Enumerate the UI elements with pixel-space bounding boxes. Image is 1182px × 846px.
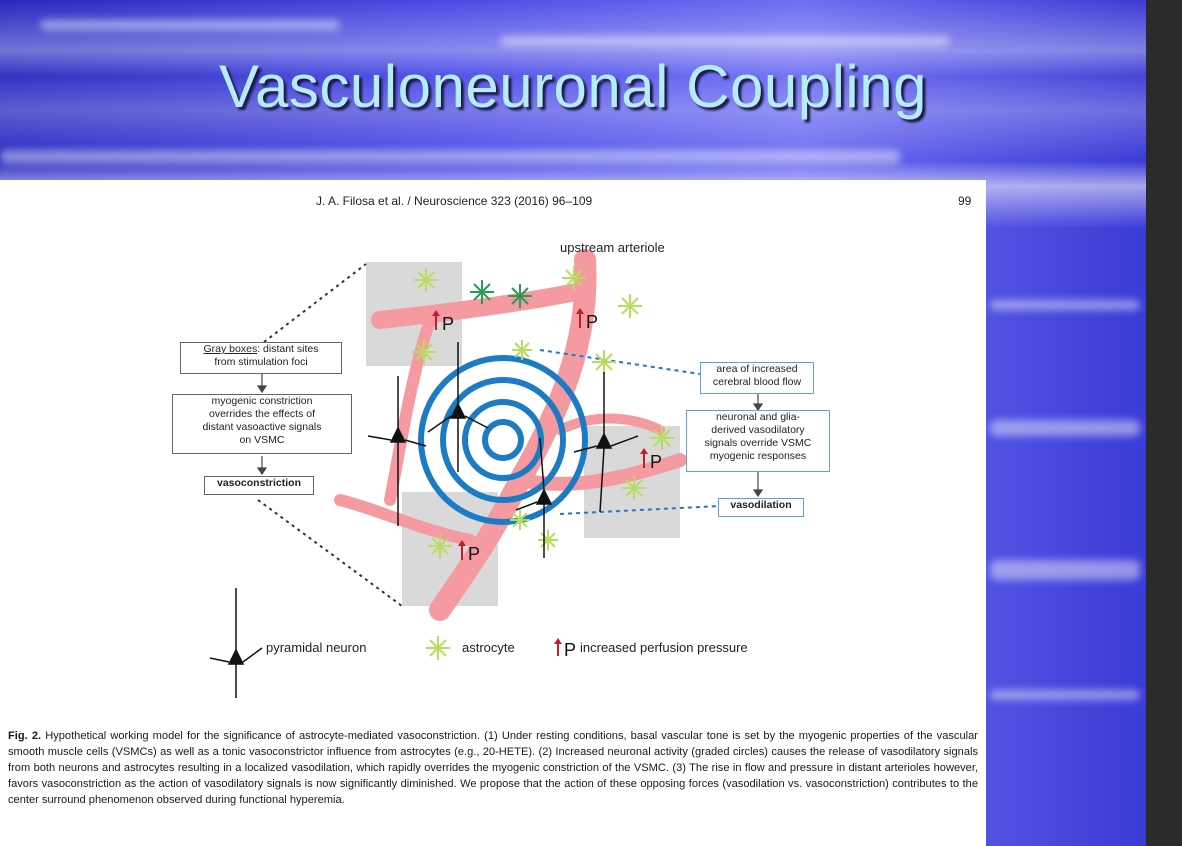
legend-pressure-icon: P (554, 638, 576, 660)
legend-neuron-icon (210, 588, 262, 698)
background-streak (990, 690, 1140, 700)
area-line1: area of increased (716, 363, 797, 375)
slide-background: Vasculoneuronal Coupling J. A. Filosa et… (0, 0, 1146, 846)
myogenic-note: myogenic constriction overrides the effe… (172, 394, 352, 454)
signals-line4: myogenic responses (710, 450, 806, 462)
graded-circles (421, 358, 585, 522)
gray-boxes-line2: from stimulation foci (214, 356, 307, 368)
caption-fig-label: Fig. 2. (8, 730, 41, 742)
myogenic-line4: on VSMC (240, 434, 285, 446)
upstream-arteriole-label: upstream arteriole (560, 240, 665, 255)
area-line2: cerebral blood flow (713, 376, 801, 388)
signals-note: neuronal and glia- derived vasodilatory … (686, 410, 830, 472)
pressure-label: P (468, 544, 480, 564)
myogenic-line3: distant vasoactive signals (202, 421, 321, 433)
gray-boxes-rest: : distant sites (257, 343, 318, 355)
gray-boxes-term: Gray boxes (204, 343, 258, 355)
figure-caption: Fig. 2. Hypothetical working model for t… (8, 728, 978, 808)
right-side-bar (1146, 0, 1182, 846)
pressure-label: P (586, 312, 598, 332)
vasoconstriction-box: vasoconstriction (204, 476, 314, 495)
background-streak (990, 560, 1140, 580)
legend-pressure-p: P (564, 640, 576, 660)
legend-pressure-label: increased perfusion pressure (580, 640, 748, 655)
pressure-label: P (442, 314, 454, 334)
legend-neuron-label: pyramidal neuron (266, 640, 366, 655)
legend-astrocyte-label: astrocyte (462, 640, 515, 655)
signals-line3: signals override VSMC (705, 437, 812, 449)
gray-boxes-note: Gray boxes: distant sites from stimulati… (180, 342, 342, 374)
diagram: P P P P upstream arteriole (0, 180, 986, 720)
caption-text: Hypothetical working model for the signi… (8, 730, 978, 806)
figure-panel: J. A. Filosa et al. / Neuroscience 323 (… (0, 180, 986, 846)
myogenic-line1: myogenic constriction (212, 395, 313, 407)
pressure-label: P (650, 452, 662, 472)
background-streak (500, 36, 950, 46)
background-streak (0, 150, 900, 164)
background-streak (40, 20, 340, 30)
legend-astrocyte-icon (426, 636, 450, 660)
vasodilation-box: vasodilation (718, 498, 804, 517)
myogenic-line2: overrides the effects of (209, 408, 315, 420)
background-streak (990, 420, 1140, 436)
area-note: area of increased cerebral blood flow (700, 362, 814, 394)
background-streak (990, 300, 1140, 310)
signals-line2: derived vasodilatory (711, 424, 804, 436)
signals-line1: neuronal and glia- (716, 411, 800, 423)
slide-title: Vasculoneuronal Coupling (0, 52, 1146, 121)
